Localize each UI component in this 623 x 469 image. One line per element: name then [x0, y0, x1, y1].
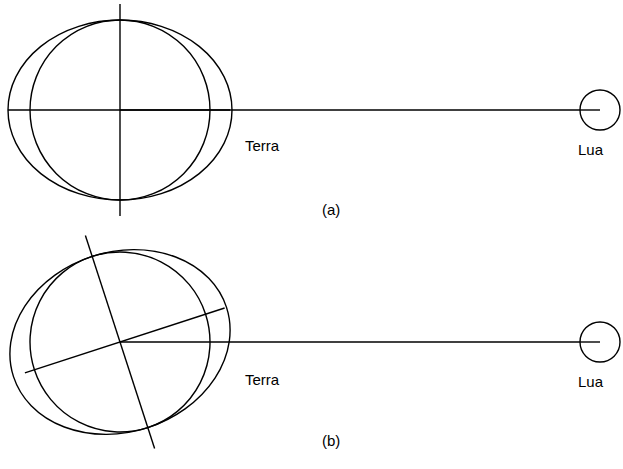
earth-moon-line: [232, 109, 580, 110]
earth-shape: [8, 18, 232, 202]
tidal-bulge-ellipse: [0, 222, 254, 462]
earth-moon-line-end: [580, 341, 600, 342]
earth-moon-line: [232, 341, 580, 342]
moon-node: Lua: [580, 90, 620, 130]
moon-circle: [580, 90, 620, 130]
moon-circle: [580, 322, 620, 362]
moon-shape: [580, 90, 620, 130]
moon-label: Lua: [578, 374, 603, 391]
earth-label: Terra: [245, 372, 279, 389]
earth-shape: [8, 250, 232, 434]
earth-label: Terra: [245, 138, 279, 155]
moon-label: Lua: [578, 142, 603, 159]
earth-moon-line-inner: [120, 341, 232, 342]
moon-shape: [580, 322, 620, 362]
moon-node: Lua: [580, 322, 620, 362]
panel-label: (a): [322, 202, 340, 219]
earth-node: Terra: [8, 250, 232, 434]
bulge-axis-line: [25, 308, 225, 373]
earth-moon-line-end: [580, 109, 600, 110]
earth-circle: [7, 229, 234, 456]
earth-node: Terra: [8, 18, 232, 202]
panel-label: (b): [322, 433, 340, 450]
earth-moon-line-inner: [120, 109, 232, 110]
